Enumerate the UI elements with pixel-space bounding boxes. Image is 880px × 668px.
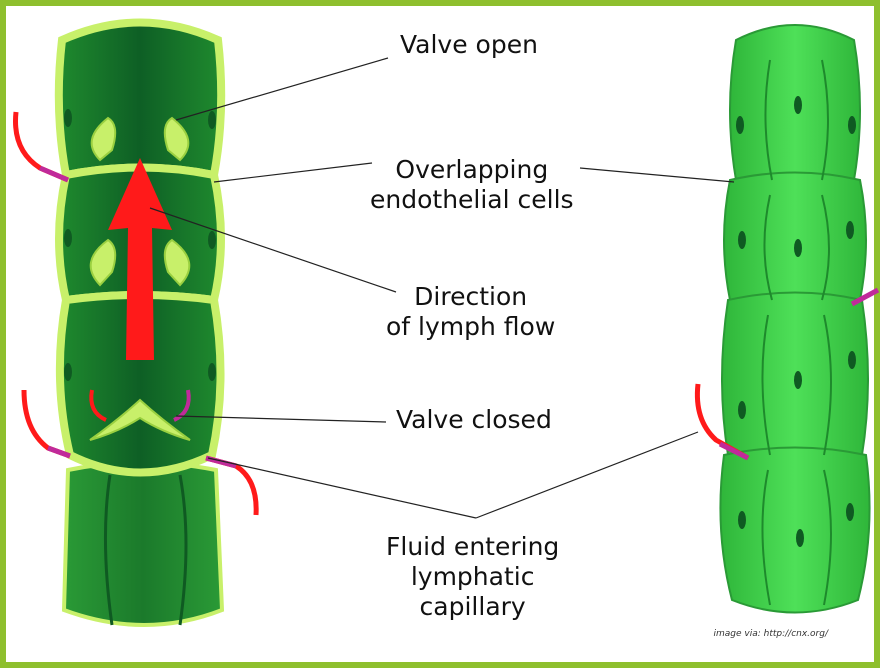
label-valve-open: Valve open <box>400 30 538 60</box>
leader-overlapping-right <box>580 168 734 182</box>
label-direction-of-lymph-flow: Direction of lymph flow <box>386 282 555 342</box>
right-capillary <box>697 25 878 613</box>
image-credit: image via: http://cnx.org/ <box>714 629 829 639</box>
capillary-cell <box>720 448 869 613</box>
label-overlapping-endothelial-cells: Overlapping endothelial cells <box>370 155 574 215</box>
leader-overlapping-left <box>214 163 372 182</box>
label-valve-closed: Valve closed <box>396 405 552 435</box>
leader-fluid-right <box>476 432 698 518</box>
label-fluid-entering-lymphatic-capillary: Fluid entering lymphatic capillary <box>386 532 559 622</box>
vessel-base-segment <box>64 463 222 626</box>
vessel-segment-1 <box>59 23 221 176</box>
left-vessel <box>16 23 257 626</box>
leader-fluid-left <box>208 458 476 518</box>
